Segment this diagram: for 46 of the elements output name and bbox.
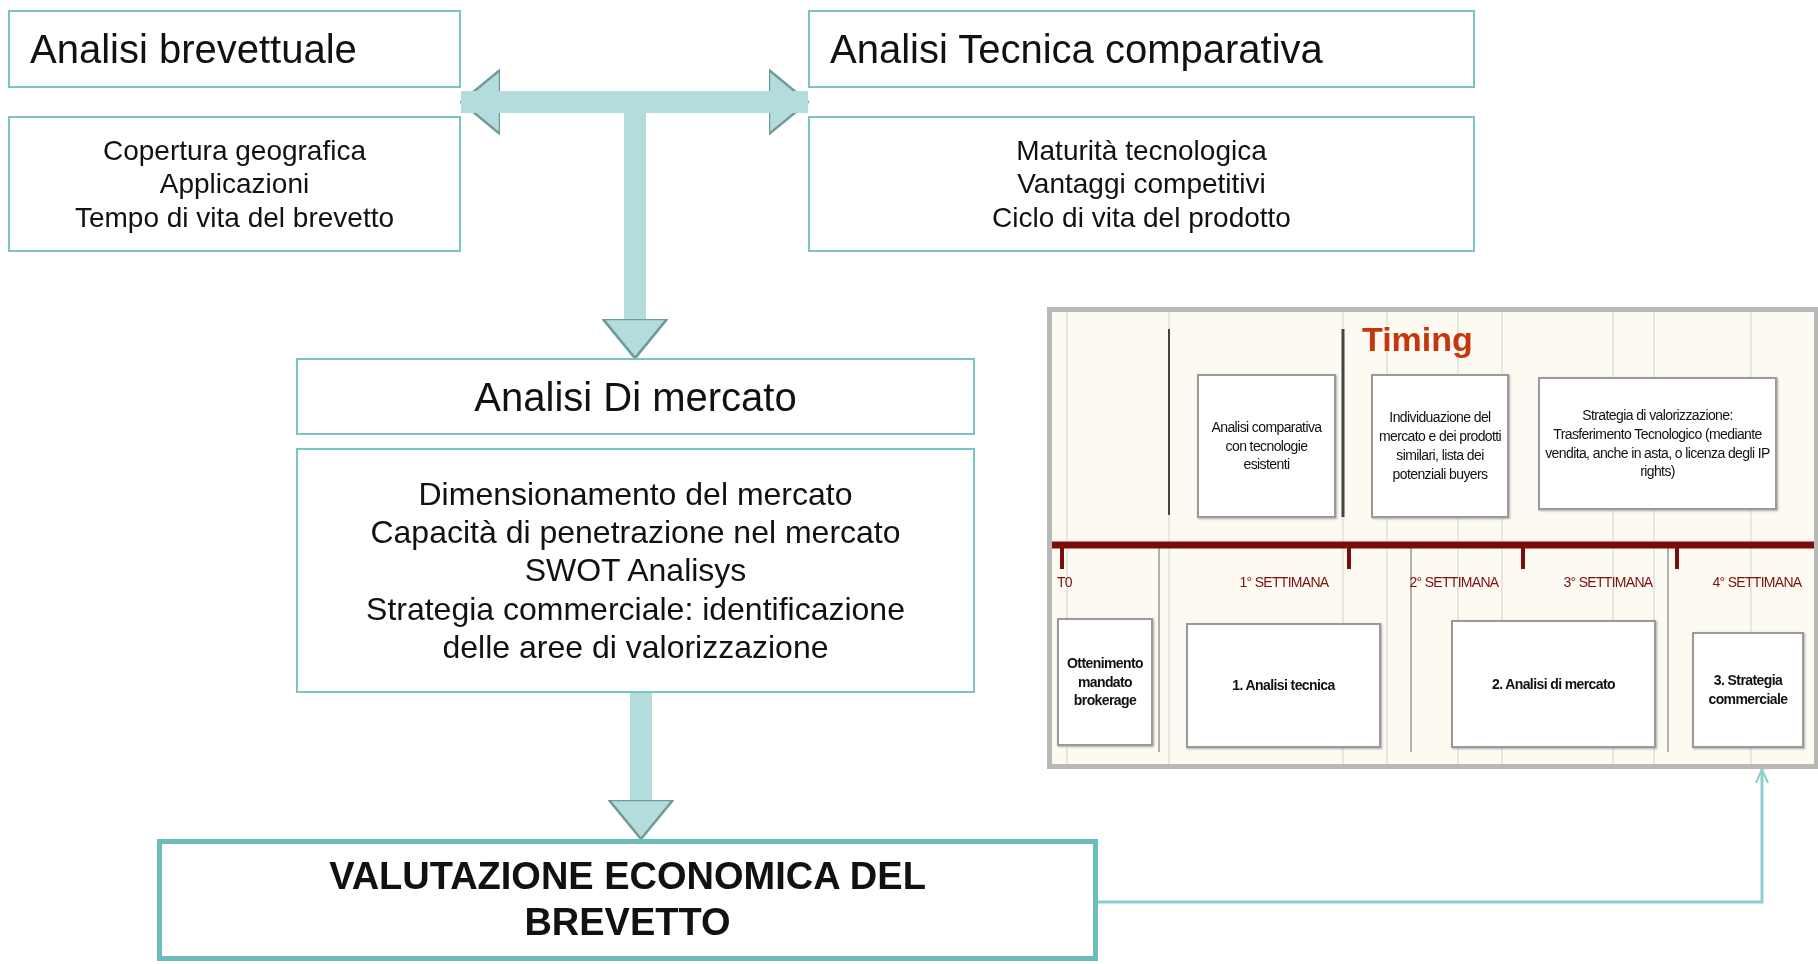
list-box	[8, 116, 461, 252]
box-title: Analisi Di mercato	[474, 373, 797, 421]
week-label: 3° SETTIMANA	[1563, 574, 1653, 590]
phase-box	[1451, 620, 1656, 748]
panel-title: Timing	[1362, 320, 1473, 359]
task-box	[1538, 377, 1777, 510]
list-item: Ciclo di vita del prodotto	[992, 200, 1291, 235]
box-title: Analisi Tecnica comparativa	[830, 26, 1323, 73]
task-text: Analisi comparativa con tecnologie esistenti	[1210, 417, 1323, 475]
phase-box	[1057, 618, 1153, 746]
phase-text: 2. Analisi di mercato	[1491, 674, 1615, 694]
result-box	[157, 839, 1098, 961]
title-box	[808, 10, 1475, 88]
phase-text: Ottenimento mandato brokerage	[1066, 653, 1144, 711]
task-text: Strategia di valorizzazione: Trasferimento Tecnologico (mediante vendita, anche in asta, o licenza degli IP rights)	[1544, 405, 1771, 482]
list-item: Applicazioni	[159, 167, 310, 201]
task-box	[1197, 374, 1336, 518]
list-item: Strategia commerciale: identificazione delle aree di valorizzazione	[365, 589, 906, 667]
week-label: 1° SETTIMANA	[1239, 574, 1329, 590]
week-label: 2° SETTIMANA	[1409, 574, 1499, 590]
block-arrow	[607, 693, 675, 841]
title-box	[8, 10, 461, 88]
phase-box	[1186, 623, 1381, 748]
list-item: Dimensionamento del mercato	[418, 474, 853, 513]
phase-text: 3. Strategia commerciale	[1707, 671, 1789, 709]
list-item: Capacità di penetrazione nel mercato	[370, 512, 901, 552]
list-box	[296, 448, 975, 693]
arrow	[1098, 768, 1769, 904]
week-label: T0	[1057, 574, 1072, 590]
box-title: VALUTAZIONE ECONOMICA DEL BREVETTO	[328, 854, 927, 945]
list-item: Tempo di vita del brevetto	[74, 200, 395, 235]
task-box	[1371, 374, 1509, 518]
title-box	[296, 358, 975, 435]
list-box	[808, 116, 1475, 252]
week-label: 4° SETTIMANA	[1712, 574, 1802, 590]
list-item: Vantaggi competitivi	[1017, 167, 1266, 201]
box-title: Analisi brevettuale	[30, 26, 357, 73]
timing-panel	[1047, 307, 1818, 769]
list-item: Copertura geografica	[102, 133, 366, 168]
block-arrow	[601, 91, 808, 360]
task-text: Individuazione del mercato e dei prodotti similari, lista dei potenziali buyers	[1377, 408, 1503, 484]
list-item: SWOT Analisys	[524, 551, 747, 590]
block-arrow	[459, 68, 810, 136]
list-item: Maturità tecnologica	[1016, 133, 1267, 168]
phase-text: 1. Analisi tecnica	[1232, 676, 1335, 695]
phase-box	[1692, 632, 1804, 748]
